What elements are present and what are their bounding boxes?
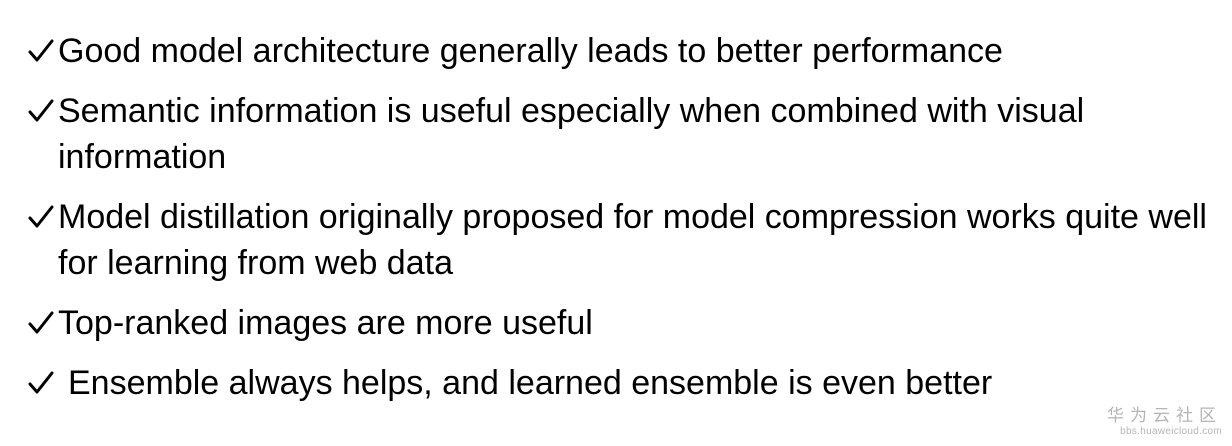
list-item: Semantic information is useful especiall… bbox=[28, 88, 1224, 180]
bullet-text: Model distillation originally proposed f… bbox=[58, 198, 1207, 282]
bullet-text: Ensemble always helps, and learned ensem… bbox=[68, 364, 993, 402]
list-item: Top-ranked images are more useful bbox=[28, 300, 1224, 346]
watermark: 华为云社区 bbs.huaweicloud.com bbox=[1107, 406, 1222, 438]
bullet-text: Semantic information is useful especiall… bbox=[58, 92, 1085, 176]
list-item: Model distillation originally proposed f… bbox=[28, 194, 1224, 286]
check-icon bbox=[28, 194, 58, 240]
list-item: Ensemble always helps, and learned ensem… bbox=[28, 360, 1224, 406]
check-icon bbox=[28, 300, 58, 346]
findings-list: Good model architecture generally leads … bbox=[28, 28, 1224, 420]
check-icon bbox=[28, 28, 58, 74]
watermark-brand: 华为云社区 bbox=[1107, 406, 1222, 426]
check-icon bbox=[28, 360, 58, 406]
bullet-text: Good model architecture generally leads … bbox=[58, 32, 1003, 70]
bullet-text: Top-ranked images are more useful bbox=[58, 304, 593, 342]
check-icon bbox=[28, 88, 58, 134]
list-item: Good model architecture generally leads … bbox=[28, 28, 1224, 74]
watermark-url: bbs.huaweicloud.com bbox=[1120, 426, 1222, 437]
